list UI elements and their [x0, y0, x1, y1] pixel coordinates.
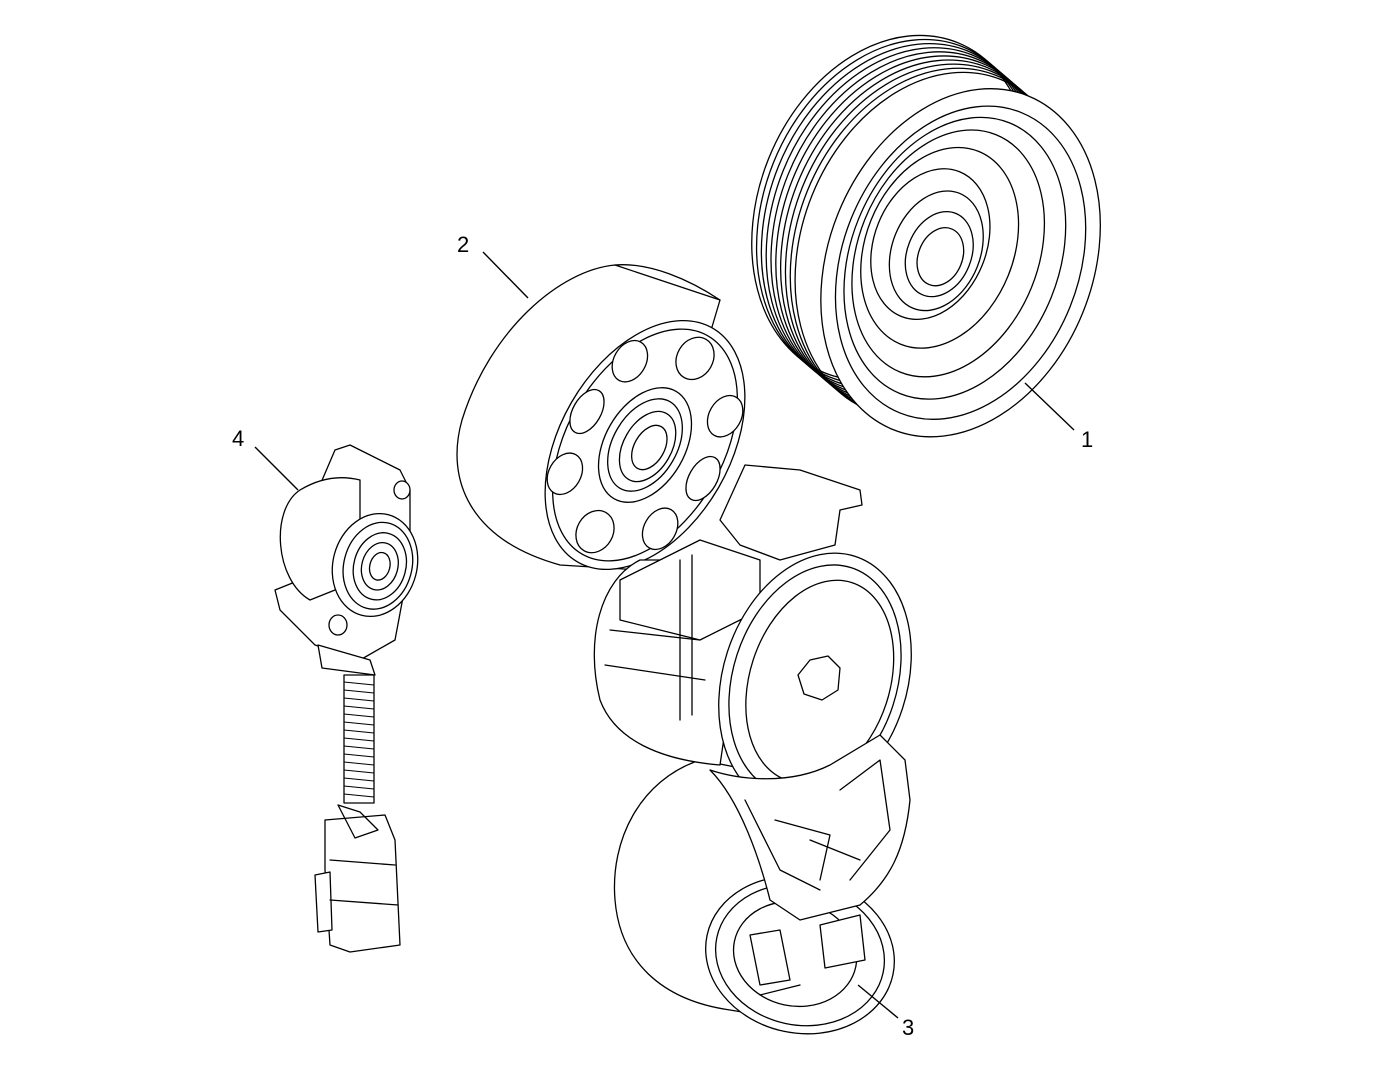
- callout-label-3: 3: [902, 1015, 914, 1040]
- hex-bolt: [797, 655, 841, 701]
- callout-label-2: 2: [457, 232, 469, 257]
- callout-label-4: 4: [232, 426, 244, 451]
- belt-tensioner: [593, 464, 912, 1035]
- wire-coil: [343, 681, 375, 798]
- grooved-pulley: [751, 34, 1101, 438]
- callout-label-1: 1: [1081, 427, 1093, 452]
- leader-line-2: [482, 251, 529, 299]
- position-sensor: [274, 444, 419, 953]
- leader-line-4: [254, 446, 299, 491]
- idler-pulley: [456, 264, 746, 571]
- leader-line-3: [857, 984, 899, 1019]
- leader-line-1: [1024, 382, 1075, 431]
